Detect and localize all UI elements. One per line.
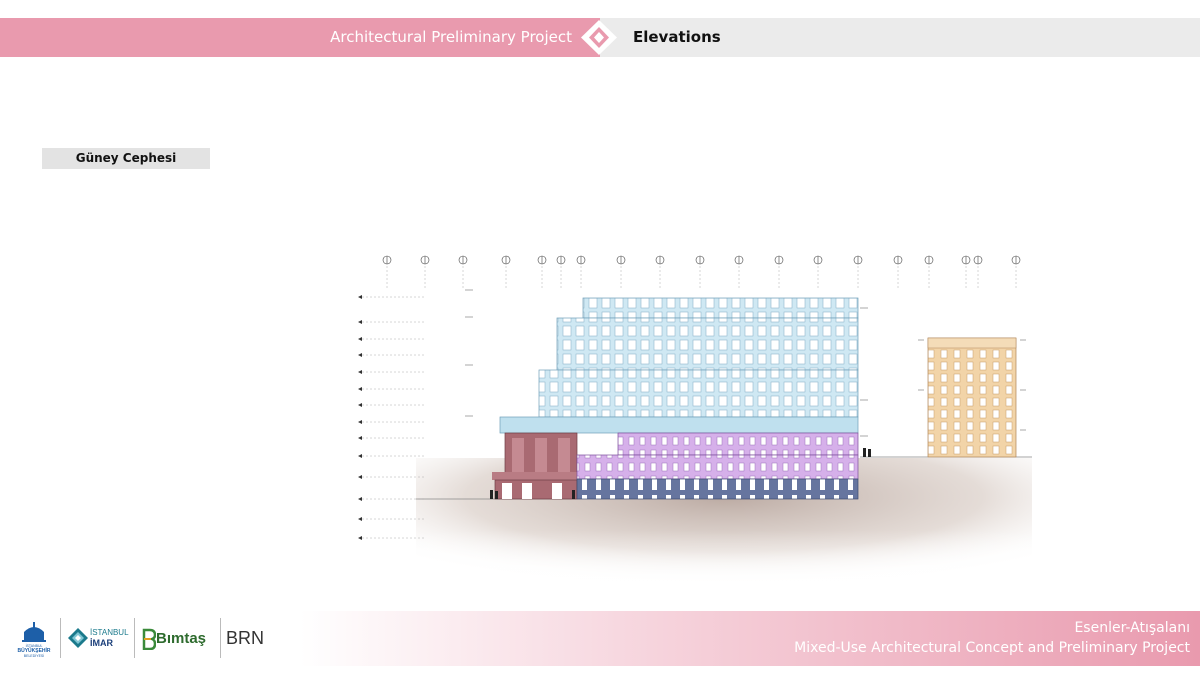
ibb-line3: BELEDİYESİ (23, 654, 45, 658)
page-title: Elevations (633, 28, 721, 46)
axis-markers (382, 255, 1021, 265)
ibb-logo: İSTANBUL BÜYÜKŞEHİR BELEDİYESİ (14, 620, 54, 660)
brn-wordmark: BRN (226, 628, 265, 648)
people-figures (490, 448, 871, 499)
header-bar: Architectural Preliminary Project Elevat… (0, 18, 1200, 57)
istanbul-imar-bottom: İMAR (90, 638, 113, 648)
level-arrows (358, 295, 362, 540)
ibb-line2: BÜYÜKŞEHİR (17, 648, 51, 654)
project-title: Architectural Preliminary Project (330, 28, 572, 46)
main-tower (499, 297, 859, 434)
brn-logo: BRN (226, 628, 276, 654)
header-pink-band (0, 18, 600, 57)
header-grey-band (600, 18, 1200, 57)
level-markers (362, 296, 424, 539)
purple-podium (576, 432, 859, 500)
axis-lines (386, 266, 1017, 290)
annotation-ticks (465, 289, 1026, 437)
ibb-emblem-icon (22, 622, 46, 642)
maroon-block (492, 432, 578, 500)
ibb-line1: İSTANBUL (25, 644, 43, 648)
istanbul-imar-logo: İSTANBUL İMAR (68, 625, 130, 653)
project-description: Mixed-Use Architectural Concept and Prel… (794, 640, 1190, 656)
diamond-logo-icon (581, 20, 617, 55)
elevation-label: Güney Cephesi (42, 148, 210, 169)
istanbul-imar-emblem-icon (68, 628, 88, 648)
south-elevation-drawing (358, 255, 1032, 600)
bimtas-wordmark: Bımtaş (156, 630, 207, 647)
footer-bar: Esenler-Atışalanı Mixed-Use Architectura… (0, 611, 1200, 666)
bimtas-b-icon (142, 628, 156, 650)
project-location: Esenler-Atışalanı (1074, 620, 1190, 636)
istanbul-imar-top: İSTANBUL (90, 628, 129, 637)
logo-divider-1 (60, 618, 61, 658)
residential-block (927, 337, 1017, 458)
bimtas-logo: Bımtaş (142, 626, 216, 652)
logo-divider-2 (134, 618, 135, 658)
logo-divider-3 (220, 618, 221, 658)
